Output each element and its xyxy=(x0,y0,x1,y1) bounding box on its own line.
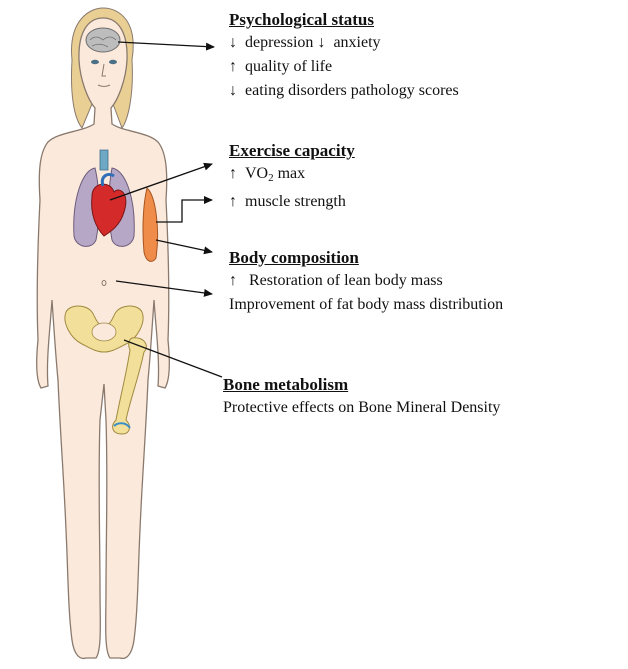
up-arrow-icon: ↑ xyxy=(229,162,245,186)
up-arrow-icon: ↑ xyxy=(229,190,245,214)
muscle-strength-line: ↑muscle strength xyxy=(229,190,355,214)
bone-density-text: Protective effects on Bone Mineral Densi… xyxy=(223,396,543,420)
anxiety-text: anxiety xyxy=(333,34,380,51)
muscle-strength-text: muscle strength xyxy=(245,193,346,210)
up-arrow-icon: ↑ xyxy=(229,55,245,79)
down-arrow-icon: ↓ xyxy=(317,31,333,55)
psychological-status-heading: Psychological status xyxy=(229,9,459,31)
eating-disorders-line: ↓eating disorders pathology scores xyxy=(229,79,459,103)
lean-mass-text: Restoration of lean body mass xyxy=(249,272,443,289)
vo2-max-line: ↑VO2 max xyxy=(229,162,355,190)
bone-metabolism-heading: Bone metabolism xyxy=(223,374,543,396)
vo2-label: VO xyxy=(245,165,268,182)
eating-disorders-text: eating disorders pathology scores xyxy=(245,82,459,99)
exercise-capacity-block: Exercise capacity ↑VO2 max ↑muscle stren… xyxy=(229,140,355,214)
depression-text: depression xyxy=(245,34,313,51)
bone-metabolism-block: Bone metabolism Protective effects on Bo… xyxy=(223,374,543,420)
right-eye xyxy=(109,60,117,64)
depression-anxiety-line: ↓depression ↓anxiety xyxy=(229,31,459,55)
psychological-status-block: Psychological status ↓depression ↓anxiet… xyxy=(229,9,459,103)
up-arrow-icon: ↑ xyxy=(229,269,245,293)
left-eye xyxy=(91,60,99,64)
quality-of-life-line: ↑quality of life xyxy=(229,55,459,79)
body-composition-block: Body composition ↑ Restoration of lean b… xyxy=(229,247,503,317)
exercise-capacity-heading: Exercise capacity xyxy=(229,140,355,162)
vo2-max-text: max xyxy=(274,165,306,182)
body-composition-heading: Body composition xyxy=(229,247,503,269)
lean-mass-line: ↑ Restoration of lean body mass xyxy=(229,269,503,293)
fat-mass-line: Improvement of fat body mass distributio… xyxy=(229,293,503,317)
pelvis-inlet xyxy=(92,323,116,341)
down-arrow-icon: ↓ xyxy=(229,31,245,55)
down-arrow-icon: ↓ xyxy=(229,79,245,103)
trachea xyxy=(100,150,108,170)
quality-of-life-text: quality of life xyxy=(245,58,332,75)
